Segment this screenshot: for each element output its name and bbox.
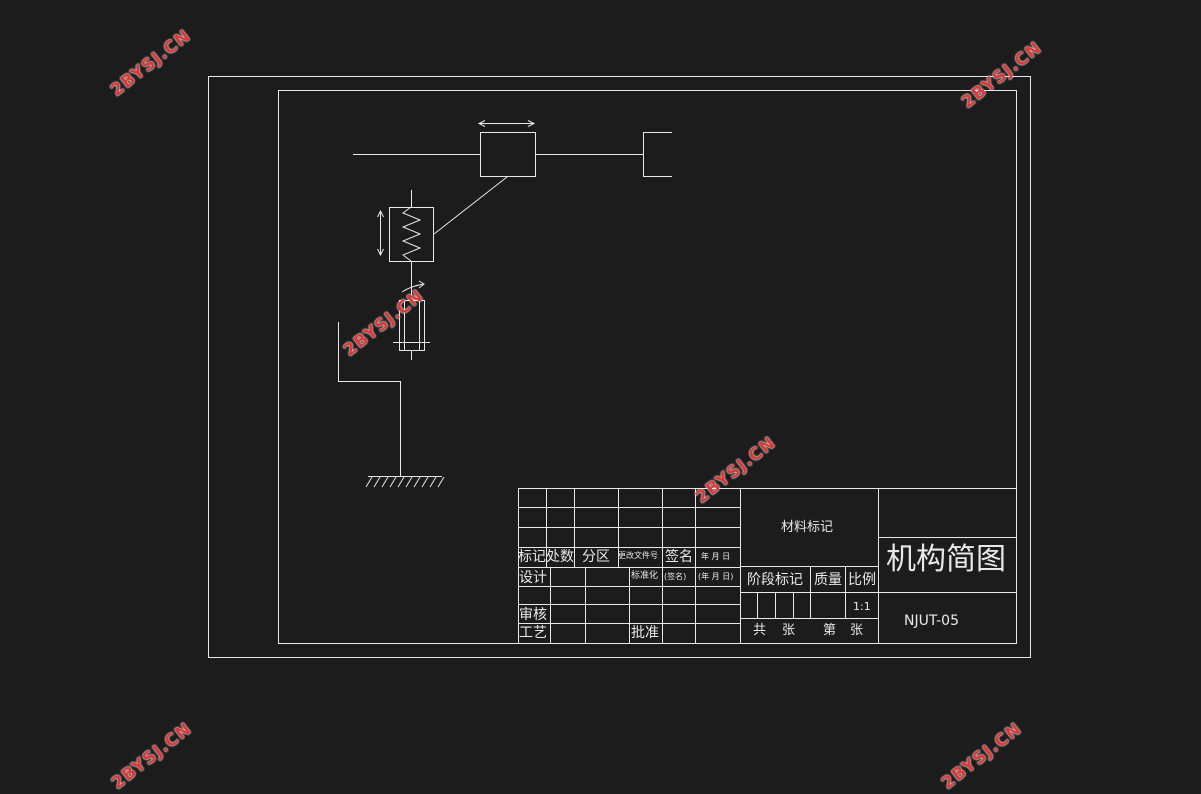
drawing-canvas — [208, 76, 1031, 658]
material-mark-label: 材料标记 — [781, 520, 834, 535]
spring-coil — [401, 206, 422, 262]
spring-housing — [389, 207, 434, 262]
header-count: 处数 — [546, 549, 574, 565]
header-date: 年 月 日 — [701, 552, 731, 561]
mass-label: 质量 — [814, 572, 842, 588]
sheets-label-2: 张 — [850, 623, 864, 638]
header-sign: 签名 — [665, 549, 693, 565]
slider-block — [480, 132, 536, 177]
sheets-label-1: 张 — [782, 623, 796, 638]
header-change-doc: 更改文件号 — [618, 551, 658, 560]
title-block-grid — [518, 488, 1017, 644]
ground-hatch — [365, 476, 445, 488]
mechanism-sketch — [338, 120, 672, 488]
header-mark: 标记 — [518, 549, 546, 565]
stage-mark-label: 阶段标记 — [747, 572, 803, 588]
process-label: 工艺 — [519, 625, 547, 641]
rotary-joint — [399, 300, 425, 351]
drawing-number: NJUT-05 — [904, 613, 959, 629]
date-paren-label: (年 月 日) — [698, 572, 734, 581]
scale-value: 1:1 — [853, 600, 871, 613]
standardize-label: 标准化 — [631, 571, 659, 581]
drawing-title: 机构简图 — [886, 542, 1006, 577]
design-label: 设计 — [519, 570, 547, 586]
total-label: 共 — [753, 623, 767, 638]
outer-border — [208, 76, 1031, 658]
gripper — [643, 132, 672, 177]
review-label: 审核 — [519, 607, 547, 623]
scale-label: 比例 — [848, 572, 876, 588]
header-zone: 分区 — [582, 549, 610, 565]
approve-label: 批准 — [631, 625, 659, 641]
sheet-no-label: 第 — [823, 623, 837, 638]
sign-paren-label: (签名) — [664, 572, 687, 581]
